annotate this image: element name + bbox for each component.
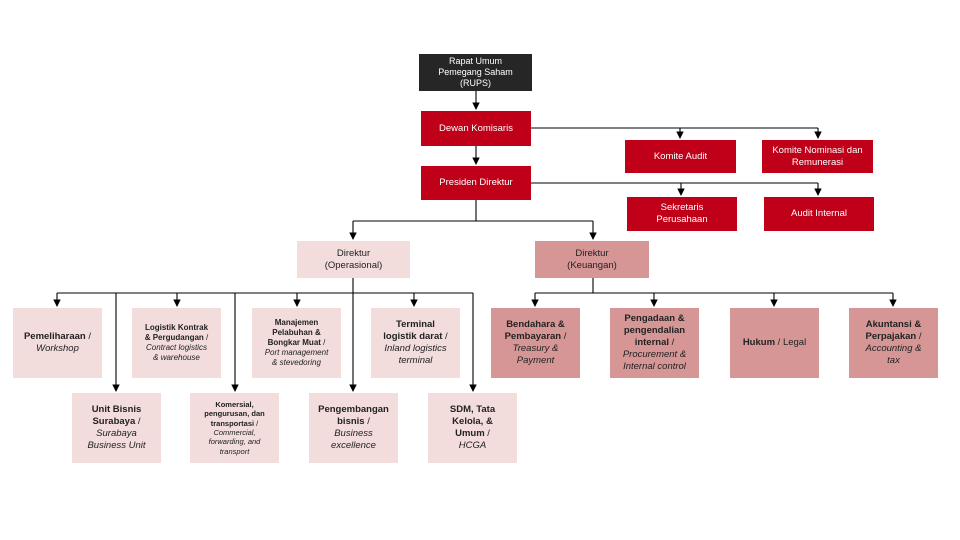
pengadaan-sep: / bbox=[669, 337, 675, 349]
terminal-bold1: Terminal bbox=[396, 319, 435, 331]
rups-line1: Rapat Umum bbox=[448, 55, 502, 66]
komersial-italic3: transport bbox=[219, 446, 250, 456]
terminal-sep: / bbox=[442, 331, 448, 343]
rups-line3: (RUPS) bbox=[460, 78, 491, 89]
akuntansi-italic2: tax bbox=[887, 354, 900, 366]
pengadaan-bold1: Pengadaan & bbox=[624, 313, 685, 325]
audit-internal-label: Audit Internal bbox=[791, 208, 847, 220]
rups-line2: Pemegang Saham bbox=[438, 66, 513, 77]
pemeliharaan-sep: / bbox=[85, 331, 92, 343]
hukum-sep: / bbox=[775, 337, 783, 349]
terminal-italic1: Inland logistics bbox=[384, 343, 447, 354]
dewan-komisaris-label: Dewan Komisaris bbox=[439, 122, 513, 134]
hukum-normal: Legal bbox=[782, 337, 807, 349]
bendahara-italic2: Payment bbox=[516, 354, 555, 366]
logistik-bold1: Logistik Kontrak bbox=[144, 323, 209, 332]
komite-nominasi-line1: Komite Nominasi dan bbox=[772, 144, 863, 156]
pengembangan-italic1: Business bbox=[334, 428, 373, 439]
unit-bisnis-italic1: Surabaya bbox=[96, 428, 137, 439]
manajemen-bold3: Bongkar Muat bbox=[267, 338, 321, 347]
sdm-bold1: SDM, Tata bbox=[449, 404, 496, 416]
bendahara-italic1: Treasury & bbox=[512, 343, 559, 354]
direktur-operasional-line2: (Operasional) bbox=[324, 259, 383, 271]
unit-hukum: Hukum / Legal bbox=[730, 308, 819, 378]
manajemen-bold1: Manajemen bbox=[274, 318, 319, 327]
unit-bendahara: Bendahara & Pembayaran / Treasury & Paym… bbox=[491, 308, 580, 378]
unit-bisnis-bold1: Unit Bisnis bbox=[91, 404, 142, 416]
komite-nominasi-line2: Remunerasi bbox=[791, 156, 844, 168]
bendahara-bold1: Bendahara & bbox=[506, 319, 565, 331]
sdm-bold3: Umum bbox=[455, 428, 485, 439]
sdm-italic1: HCGA bbox=[458, 439, 487, 451]
komersial-italic1: Commercial, bbox=[213, 428, 256, 437]
komersial-bold3: transportasi bbox=[210, 418, 255, 428]
hukum-bold: Hukum bbox=[742, 337, 776, 349]
pengembangan-italic2: excellence bbox=[331, 439, 376, 451]
direktur-keuangan-box: Direktur (Keuangan) bbox=[535, 241, 649, 278]
audit-internal-box: Audit Internal bbox=[764, 197, 874, 231]
akuntansi-sep: / bbox=[916, 331, 922, 343]
pengadaan-bold3: internal bbox=[634, 337, 670, 349]
terminal-italic2: terminal bbox=[398, 354, 433, 366]
pengadaan-bold2: pengendalian bbox=[623, 325, 686, 337]
komersial-bold1: Komersial, bbox=[215, 399, 254, 409]
sekretaris-line2: Perusahaan bbox=[656, 214, 708, 225]
unit-pemeliharaan: Pemeliharaan / Workshop bbox=[13, 308, 102, 378]
terminal-bold2: logistik darat bbox=[383, 331, 443, 343]
komite-audit-box: Komite Audit bbox=[625, 140, 736, 173]
sdm-sep: / bbox=[484, 428, 490, 439]
bendahara-sep: / bbox=[561, 331, 567, 343]
unit-logistik-kontrak: Logistik Kontrak & Pergudangan / Contrac… bbox=[132, 308, 221, 378]
pengembangan-bold2: bisnis bbox=[337, 416, 365, 428]
direktur-operasional-line1: Direktur bbox=[336, 247, 371, 259]
pemeliharaan-italic: Workshop bbox=[36, 343, 79, 354]
unit-sdm: SDM, Tata Kelola, & Umum / HCGA bbox=[428, 393, 517, 463]
logistik-italic2: & warehouse bbox=[153, 353, 200, 362]
unit-bisnis-bold2: Surabaya bbox=[92, 416, 136, 428]
manajemen-sep: / bbox=[320, 338, 326, 347]
komersial-bold2: pengurusan, dan bbox=[204, 409, 265, 419]
sekretaris-line1: Sekretaris bbox=[660, 202, 704, 214]
unit-bisnis-sep: / bbox=[135, 416, 141, 428]
unit-pengadaan: Pengadaan & pengendalian internal / Proc… bbox=[610, 308, 699, 378]
direktur-keuangan-line1: Direktur bbox=[575, 247, 609, 259]
bendahara-bold2: Pembayaran bbox=[504, 331, 562, 343]
akuntansi-bold1: Akuntansi & bbox=[865, 319, 922, 331]
logistik-italic1: Contract logistics bbox=[146, 343, 207, 352]
direktur-keuangan-line2: (Keuangan) bbox=[567, 259, 617, 271]
manajemen-italic2: & stevedoring bbox=[272, 358, 321, 367]
logistik-bold2: & Pergudangan bbox=[144, 333, 204, 342]
manajemen-italic1: Port management bbox=[264, 348, 329, 357]
unit-bisnis-surabaya: Unit Bisnis Surabaya / Surabaya Business… bbox=[72, 393, 161, 463]
pengembangan-sep: / bbox=[364, 416, 370, 428]
presiden-direktur-box: Presiden Direktur bbox=[421, 166, 531, 200]
rups-box: Rapat Umum Pemegang Saham (RUPS) bbox=[419, 54, 532, 91]
komersial-sep: / bbox=[254, 418, 259, 428]
akuntansi-bold2: Perpajakan bbox=[865, 331, 917, 343]
akuntansi-italic1: Accounting & bbox=[865, 343, 922, 354]
pengadaan-italic2: Internal control bbox=[623, 360, 686, 372]
komersial-italic2: forwarding, and bbox=[208, 437, 261, 447]
pengadaan-italic1: Procurement & bbox=[622, 348, 687, 360]
pemeliharaan-bold: Pemeliharaan bbox=[23, 331, 86, 343]
logistik-sep: / bbox=[203, 333, 209, 342]
sekretaris-box: Sekretaris Perusahaan bbox=[627, 197, 737, 231]
manajemen-bold2: Pelabuhan & bbox=[272, 328, 321, 337]
unit-terminal-logistik: Terminal logistik darat / Inland logisti… bbox=[371, 308, 460, 378]
unit-komersial: Komersial, pengurusan, dan transportasi … bbox=[190, 393, 279, 463]
unit-pengembangan-bisnis: Pengembangan bisnis / Business excellenc… bbox=[309, 393, 398, 463]
presiden-direktur-label: Presiden Direktur bbox=[439, 177, 513, 189]
unit-bisnis-italic2: Business Unit bbox=[87, 439, 146, 451]
sdm-bold2: Kelola, & bbox=[452, 416, 493, 428]
komite-audit-label: Komite Audit bbox=[653, 150, 708, 162]
pengembangan-bold1: Pengembangan bbox=[318, 404, 389, 416]
komite-nominasi-box: Komite Nominasi dan Remunerasi bbox=[762, 140, 873, 173]
unit-manajemen-pelabuhan: Manajemen Pelabuhan & Bongkar Muat / Por… bbox=[252, 308, 341, 378]
direktur-operasional-box: Direktur (Operasional) bbox=[297, 241, 410, 278]
dewan-komisaris-box: Dewan Komisaris bbox=[421, 111, 531, 146]
unit-akuntansi: Akuntansi & Perpajakan / Accounting & ta… bbox=[849, 308, 938, 378]
